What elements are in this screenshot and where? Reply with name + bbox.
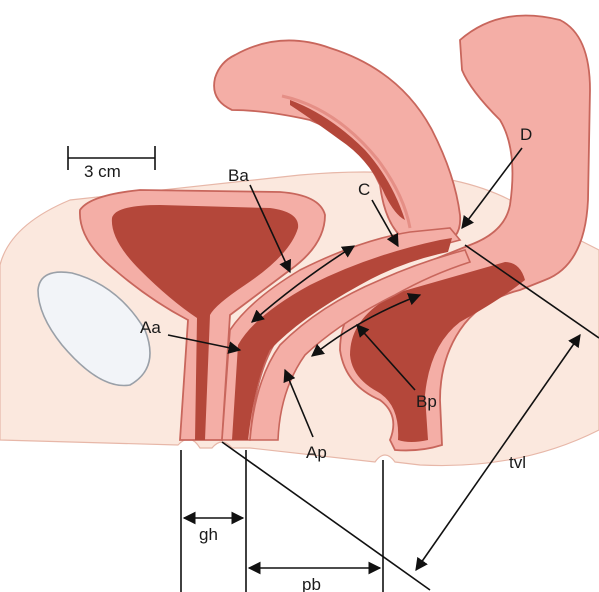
label-scale: 3 cm	[84, 162, 121, 181]
label-Aa: Aa	[140, 318, 161, 337]
label-pb: pb	[302, 575, 321, 592]
label-D: D	[520, 125, 532, 144]
label-Ba: Ba	[228, 166, 249, 185]
label-tvl: tvl	[509, 453, 526, 472]
label-Bp: Bp	[416, 392, 437, 411]
label-Ap: Ap	[306, 443, 327, 462]
label-C: C	[358, 180, 370, 199]
label-gh: gh	[199, 525, 218, 544]
